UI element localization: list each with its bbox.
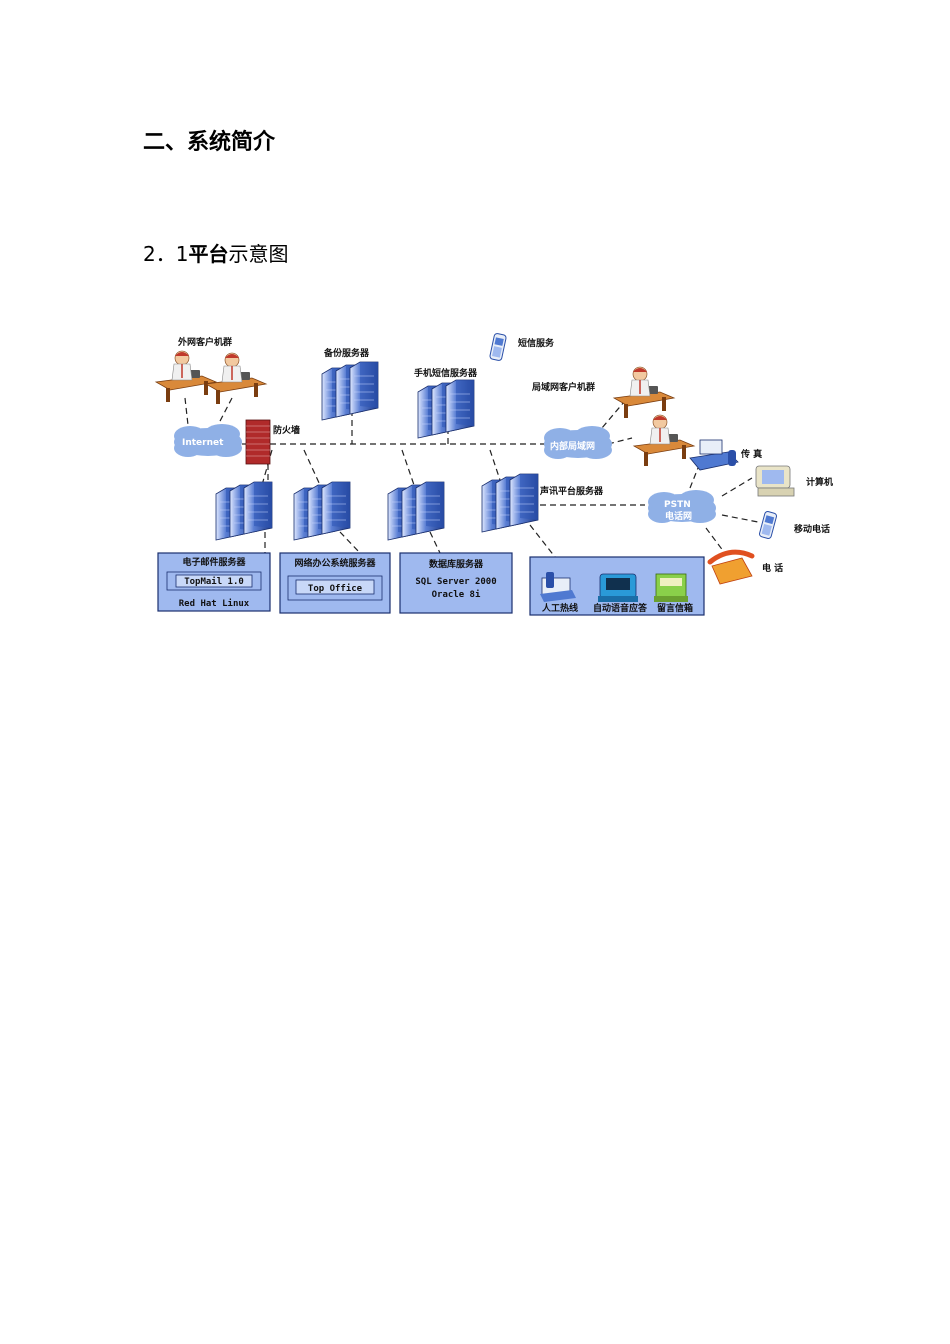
external-client-group <box>155 350 267 405</box>
computer-label: 计算机 <box>806 476 833 488</box>
subsection-number: 2．1 <box>143 242 189 266</box>
subsection-title-bold: 平台 <box>188 242 229 266</box>
database-server-title: 数据库服务器 <box>429 558 484 570</box>
auto-voice-icon <box>598 573 638 602</box>
backup-server-label: 备份服务器 <box>323 347 370 359</box>
voicemail-icon <box>654 573 688 602</box>
mobile-sms-server-icon <box>418 380 474 438</box>
lan-client-group <box>613 366 695 467</box>
database-server-oracle: Oracle 8i <box>432 589 481 600</box>
office-server-software: Top Office <box>308 583 363 594</box>
hotline-icon <box>540 572 576 602</box>
email-server-box <box>157 552 271 612</box>
email-server-title: 电子邮件服务器 <box>182 556 246 568</box>
database-server-icon <box>388 482 444 540</box>
platform-diagram: 外网客户机群 Internet 防火墙 备份服务器 短信服务 手机短信服务器 局… <box>155 332 833 616</box>
telephone-icon <box>707 549 755 585</box>
firewall-icon <box>245 419 271 465</box>
sms-mobile-icon <box>488 332 508 362</box>
subsection-title: 2．1平台示意图 <box>143 238 288 267</box>
external-clients-label: 外网客户机群 <box>177 336 232 348</box>
office-server-icon <box>294 482 350 540</box>
internet-label: Internet <box>182 438 224 448</box>
office-server-title: 网络办公系统服务器 <box>294 557 376 569</box>
email-server-os: Red Hat Linux <box>179 598 250 609</box>
section-title: 二、系统简介 <box>143 130 276 155</box>
voice-platform-server-label: 声讯平台服务器 <box>539 485 604 497</box>
mobile-sms-server-label: 手机短信服务器 <box>414 367 478 379</box>
pstn-sub-label: 电话网 <box>665 510 692 522</box>
office-server-box <box>279 552 391 614</box>
sms-service-label: 短信服务 <box>518 337 555 349</box>
email-server-software: TopMail 1.0 <box>184 576 244 587</box>
hotline-label: 人工热线 <box>541 602 578 614</box>
mobile-phone-label: 移动电话 <box>794 523 830 535</box>
subsection-title-regular: 示意图 <box>228 242 289 266</box>
auto-voice-label: 自动语音应答 <box>593 602 648 614</box>
database-server-sql: SQL Server 2000 <box>415 577 496 587</box>
backup-server-icon <box>322 362 378 420</box>
voicemail-label: 留言信箱 <box>657 602 693 614</box>
voice-platform-server-icon <box>482 474 538 532</box>
computer-icon <box>755 465 795 497</box>
intranet-label: 内部局域网 <box>550 440 595 452</box>
telephone-label: 电 话 <box>762 562 783 574</box>
database-server-box <box>399 552 513 614</box>
pstn-label: PSTN <box>664 500 691 510</box>
fax-label: 传 真 <box>740 448 762 460</box>
firewall-label: 防火墙 <box>273 424 300 436</box>
fax-icon <box>689 439 739 471</box>
mobile-phone-icon <box>758 510 778 540</box>
lan-clients-label: 局域网客户机群 <box>532 381 595 393</box>
email-server-icon <box>216 482 272 540</box>
